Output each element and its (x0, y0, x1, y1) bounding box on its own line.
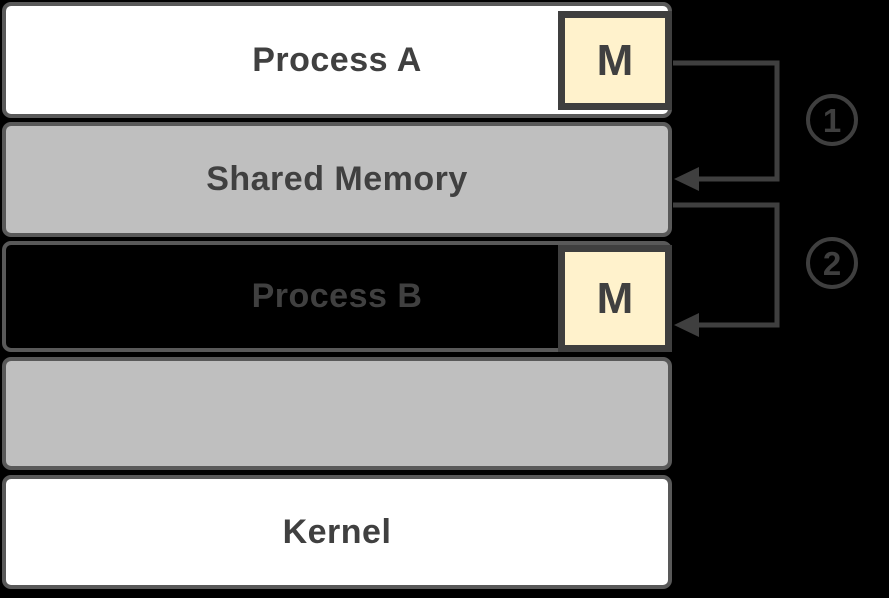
shared-memory-box: Shared Memory (2, 122, 672, 237)
arrow-step2-shared-memory-to-m (673, 202, 780, 337)
step-1-circled-number: 1 (806, 94, 858, 146)
memory-cell-b-label: M (596, 273, 634, 323)
memory-cell-process-a: M (558, 11, 672, 110)
arrowhead-icon (674, 167, 699, 191)
step-2-digit: 2 (822, 244, 842, 282)
arrow-step1-m-to-shared-memory (673, 60, 780, 191)
memory-cell-process-b: M (558, 245, 672, 352)
kernel-label: Kernel (282, 512, 392, 551)
shared-memory-label: Shared Memory (206, 160, 468, 198)
unlabeled-gray-box (2, 357, 672, 470)
process-b-label: Process B (251, 277, 423, 315)
arrowhead-icon (674, 313, 699, 337)
memory-cell-a-label: M (596, 35, 634, 85)
step-2-circled-number: 2 (806, 237, 858, 289)
step-1-digit: 1 (822, 101, 842, 139)
kernel-box: Kernel (2, 475, 672, 589)
process-a-label: Process A (252, 40, 422, 79)
process-b-box: Process B (2, 241, 672, 352)
